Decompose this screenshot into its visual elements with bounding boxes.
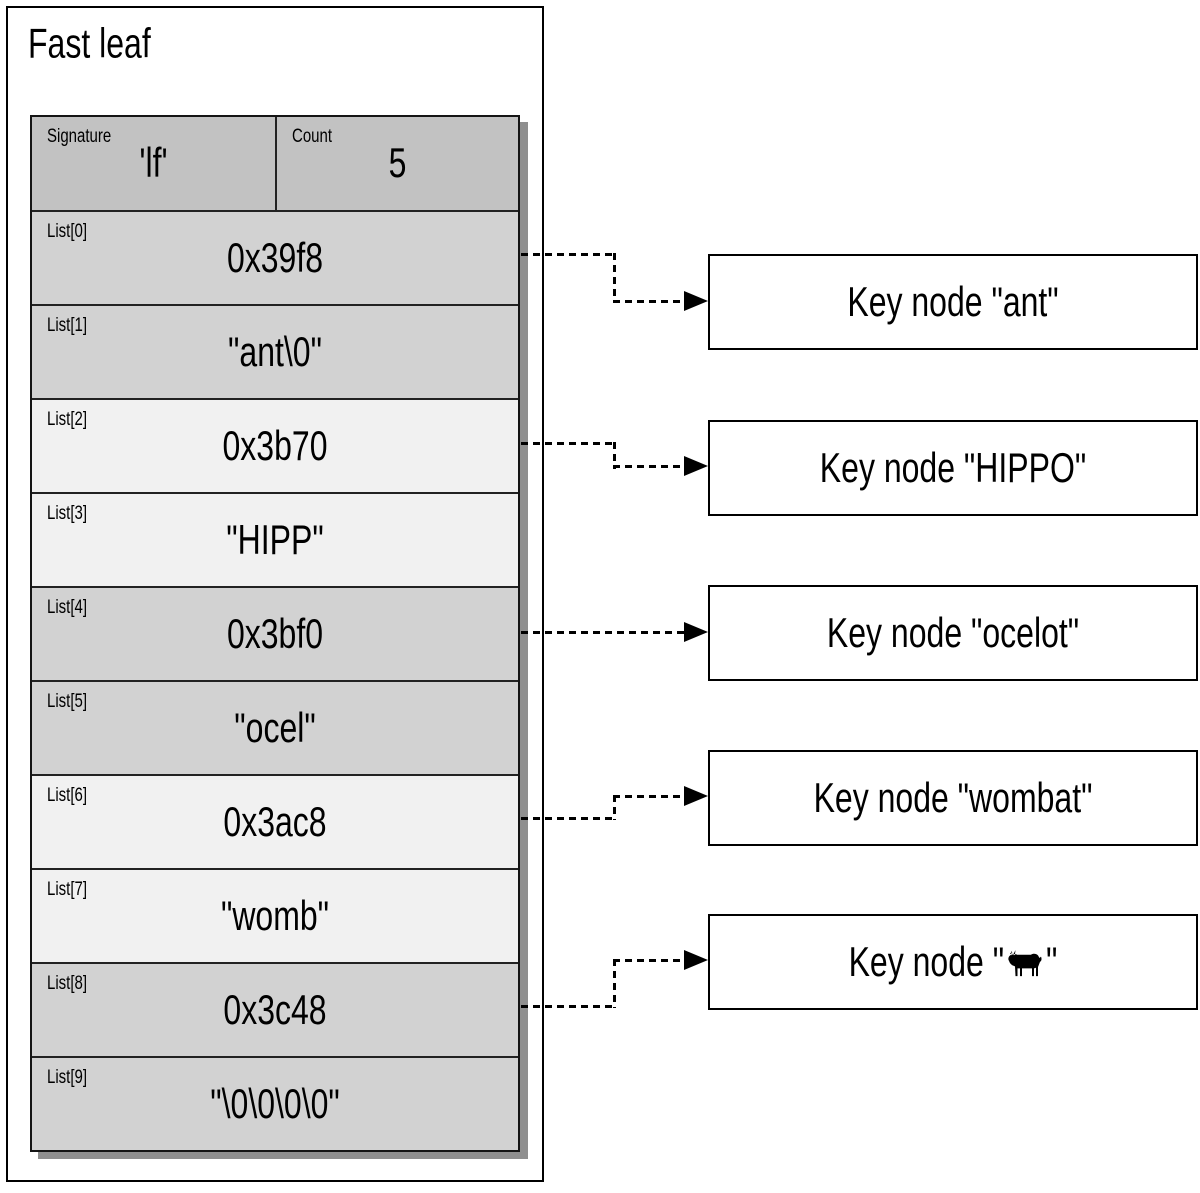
list4-value: 0x3bf0	[226, 609, 324, 657]
list6-value: 0x3ac8	[223, 797, 327, 845]
key-node-ant-prefix: Key node "	[847, 277, 1003, 325]
list8-label: List[8]	[47, 972, 88, 995]
key-node-ocelot-suffix: "	[1067, 608, 1080, 656]
key-node-wombat-suffix: "	[1081, 773, 1093, 821]
key-node-wombat: Key node "wombat"	[708, 750, 1198, 846]
table-row-list6: List[6] 0x3ac8	[32, 774, 518, 868]
list7-value: "womb"	[220, 891, 330, 939]
connector-list2-h1	[521, 442, 617, 445]
signature-label-wrap: Signature	[47, 125, 111, 147]
key-node-wombat-prefix: Key node "	[813, 773, 970, 821]
list1-value: "ant\0"	[228, 327, 322, 375]
list3-label: List[3]	[47, 502, 88, 525]
signature-cell: Signature 'lf'	[32, 117, 275, 210]
list9-value: "\0\0\0\0"	[210, 1079, 340, 1127]
arrowhead-wombat	[684, 786, 708, 806]
list2-label: List[2]	[47, 408, 88, 431]
count-value: 5	[388, 139, 407, 187]
list6-label: List[6]	[47, 784, 88, 807]
key-node-hippo-prefix: Key node "	[819, 443, 976, 491]
list7-label: List[7]	[47, 878, 88, 901]
diagram-title-text: Fast leaf	[28, 20, 151, 67]
key-node-ocelot-prefix: Key node "	[826, 608, 983, 656]
key-node-wombat-name: wombat	[969, 773, 1082, 821]
connector-list6-h2	[613, 795, 686, 798]
connector-list6-h1	[521, 817, 617, 820]
fast-leaf-table: Signature 'lf' Count 5 List[0] 0x39f8 Li…	[30, 115, 520, 1152]
list5-label: List[5]	[47, 690, 88, 713]
signature-label: Signature	[47, 125, 112, 148]
table-row-list9: List[9] "\0\0\0\0"	[32, 1056, 518, 1150]
list1-label: List[1]	[47, 314, 88, 337]
count-label-wrap: Count	[292, 125, 332, 147]
connector-list8-v	[613, 959, 616, 1008]
table-row-list0: List[0] 0x39f8	[32, 210, 518, 304]
key-node-ant-name: ant	[1002, 277, 1048, 325]
connector-list0-h2	[613, 300, 686, 303]
diagram-title: Fast leaf	[28, 20, 151, 67]
table-row-list7: List[7] "womb"	[32, 868, 518, 962]
table-row-list5: List[5] "ocel"	[32, 680, 518, 774]
signature-value: 'lf'	[139, 139, 168, 187]
list9-label: List[9]	[47, 1066, 88, 1089]
table-row-list2: List[2] 0x3b70	[32, 398, 518, 492]
key-node-ant-suffix: "	[1047, 277, 1059, 325]
key-node-hippo-suffix: "	[1074, 443, 1087, 491]
arrowhead-ocelot	[684, 622, 708, 642]
list5-value: "ocel"	[234, 703, 316, 751]
connector-list8-h1	[521, 1005, 617, 1008]
count-label: Count	[292, 125, 333, 148]
arrowhead-cow	[684, 950, 708, 970]
key-node-cow: Key node " "	[708, 914, 1198, 1010]
arrowhead-ant	[684, 291, 708, 311]
list0-value: 0x39f8	[226, 233, 324, 281]
connector-list2-v	[613, 442, 616, 469]
key-node-hippo-name: HIPPO	[975, 443, 1075, 491]
key-node-cow-suffix: "	[1046, 937, 1058, 985]
connector-list6-v	[613, 795, 616, 820]
key-node-ocelot: Key node "ocelot"	[708, 585, 1198, 681]
list0-label: List[0]	[47, 220, 88, 243]
key-node-hippo: Key node "HIPPO"	[708, 420, 1198, 516]
connector-list0-v	[613, 253, 616, 303]
key-node-ant: Key node "ant"	[708, 254, 1198, 350]
table-row-list3: List[3] "HIPP"	[32, 492, 518, 586]
table-row-list1: List[1] "ant\0"	[32, 304, 518, 398]
list2-value: 0x3b70	[222, 421, 328, 469]
cow-icon	[1008, 949, 1042, 976]
connector-list0-h1	[521, 253, 617, 256]
list4-label: List[4]	[47, 596, 88, 619]
arrowhead-hippo	[684, 456, 708, 476]
table-row-list4: List[4] 0x3bf0	[32, 586, 518, 680]
connector-list8-h2	[613, 959, 686, 962]
table-row-list8: List[8] 0x3c48	[32, 962, 518, 1056]
key-node-ocelot-name: ocelot	[982, 608, 1068, 656]
list3-value: "HIPP"	[226, 515, 324, 563]
key-node-cow-prefix: Key node "	[848, 937, 1005, 985]
count-cell: Count 5	[275, 117, 518, 210]
list8-value: 0x3c48	[223, 985, 327, 1033]
connector-list4-h	[521, 631, 686, 634]
connector-list2-h2	[613, 465, 686, 468]
table-header-row: Signature 'lf' Count 5	[32, 117, 518, 210]
